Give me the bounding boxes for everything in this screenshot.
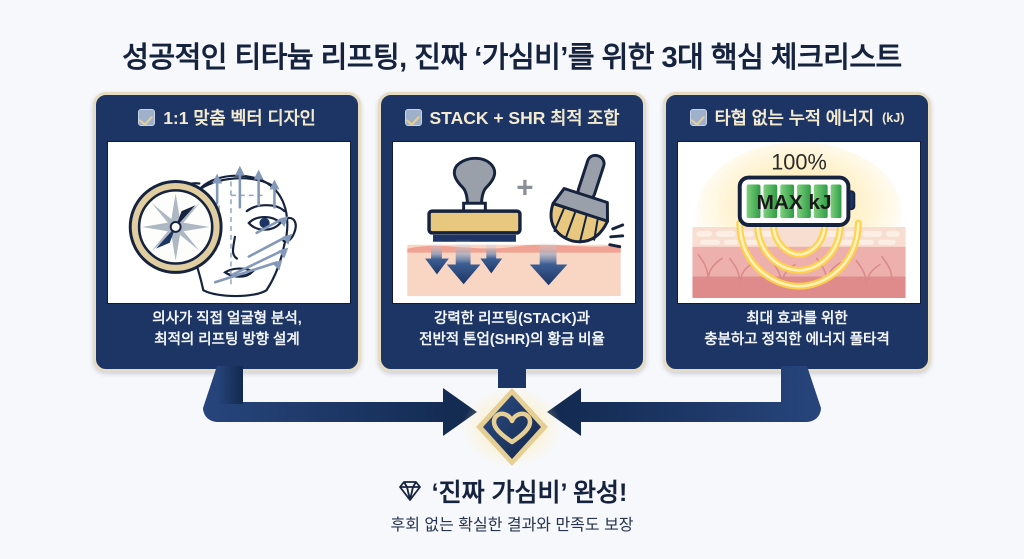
battery-label: MAX kJ bbox=[757, 191, 832, 214]
checklist-card-2: STACK + SHR 최적 조합 bbox=[378, 92, 646, 372]
stamp-icon bbox=[427, 156, 522, 242]
battery-energy-skin-illustration: 100% MAX kJ bbox=[692, 142, 906, 299]
card-3-heading-unit: (kJ) bbox=[882, 110, 905, 125]
stamp-brush-skin-illustration: + bbox=[407, 153, 625, 297]
footer-headline: ‘진짜 가심비’ 완성! bbox=[431, 479, 628, 507]
card-1-caption: 의사가 직접 얼굴형 분석, 최적의 리프팅 방향 설계 bbox=[152, 311, 302, 349]
card-3-caption: 최대 효과를 위한 충분하고 정직한 에너지 풀타격 bbox=[704, 311, 890, 349]
battery-icon: MAX kJ bbox=[737, 175, 856, 227]
footer-headline-row: ‘진짜 가심비’ 완성! bbox=[0, 473, 1024, 509]
compass-icon bbox=[128, 180, 223, 274]
card-2-illustration: + bbox=[392, 141, 636, 304]
card-1-illustration bbox=[107, 141, 351, 304]
diamond-gem-icon bbox=[397, 480, 423, 502]
card-3-illustration: 100% MAX kJ bbox=[677, 141, 921, 304]
checkbox-icon bbox=[689, 109, 707, 126]
diamond-inner bbox=[483, 395, 541, 459]
brush-sparkle bbox=[608, 223, 625, 249]
page-title: 성공적인 티타늄 리프팅, 진짜 ‘가심비’를 위한 3대 핵심 체크리스트 bbox=[122, 42, 902, 74]
heart-icon bbox=[491, 411, 533, 445]
arrow-middle-to-center bbox=[498, 366, 526, 388]
card-2-heading: STACK + SHR 최적 조합 bbox=[429, 108, 620, 128]
card-3-header: 타협 없는 누적 에너지 (kJ) bbox=[666, 95, 928, 140]
card-2-header: STACK + SHR 최적 조합 bbox=[381, 95, 643, 140]
checkbox-icon bbox=[138, 109, 156, 126]
footer-subline: 후회 없는 확실한 결과와 만족도 보장 bbox=[390, 517, 634, 534]
card-2-caption: 강력한 리프팅(STACK)과 전반적 톤업(SHR)의 황금 비율 bbox=[419, 311, 605, 349]
face-compass-illustration bbox=[128, 165, 297, 298]
arrow-right-to-center bbox=[547, 366, 821, 436]
center-emblem bbox=[462, 384, 562, 470]
card-1-heading: 1:1 맞춤 벡터 디자인 bbox=[163, 108, 316, 128]
card-1-header: 1:1 맞춤 벡터 디자인 bbox=[96, 95, 358, 140]
arrow-left-to-center bbox=[203, 366, 477, 436]
connector-arrows bbox=[0, 366, 1024, 456]
percent-label: 100% bbox=[771, 150, 827, 175]
checklist-card-1: 1:1 맞춤 벡터 디자인 bbox=[93, 92, 361, 372]
card-3-heading: 타협 없는 누적 에너지 bbox=[714, 108, 875, 128]
checkbox-icon bbox=[404, 109, 422, 126]
brush-icon bbox=[549, 153, 609, 244]
penetration-arrows bbox=[425, 238, 568, 286]
checklist-card-3: 타협 없는 누적 에너지 (kJ) bbox=[663, 92, 931, 372]
plus-sign: + bbox=[516, 171, 533, 204]
